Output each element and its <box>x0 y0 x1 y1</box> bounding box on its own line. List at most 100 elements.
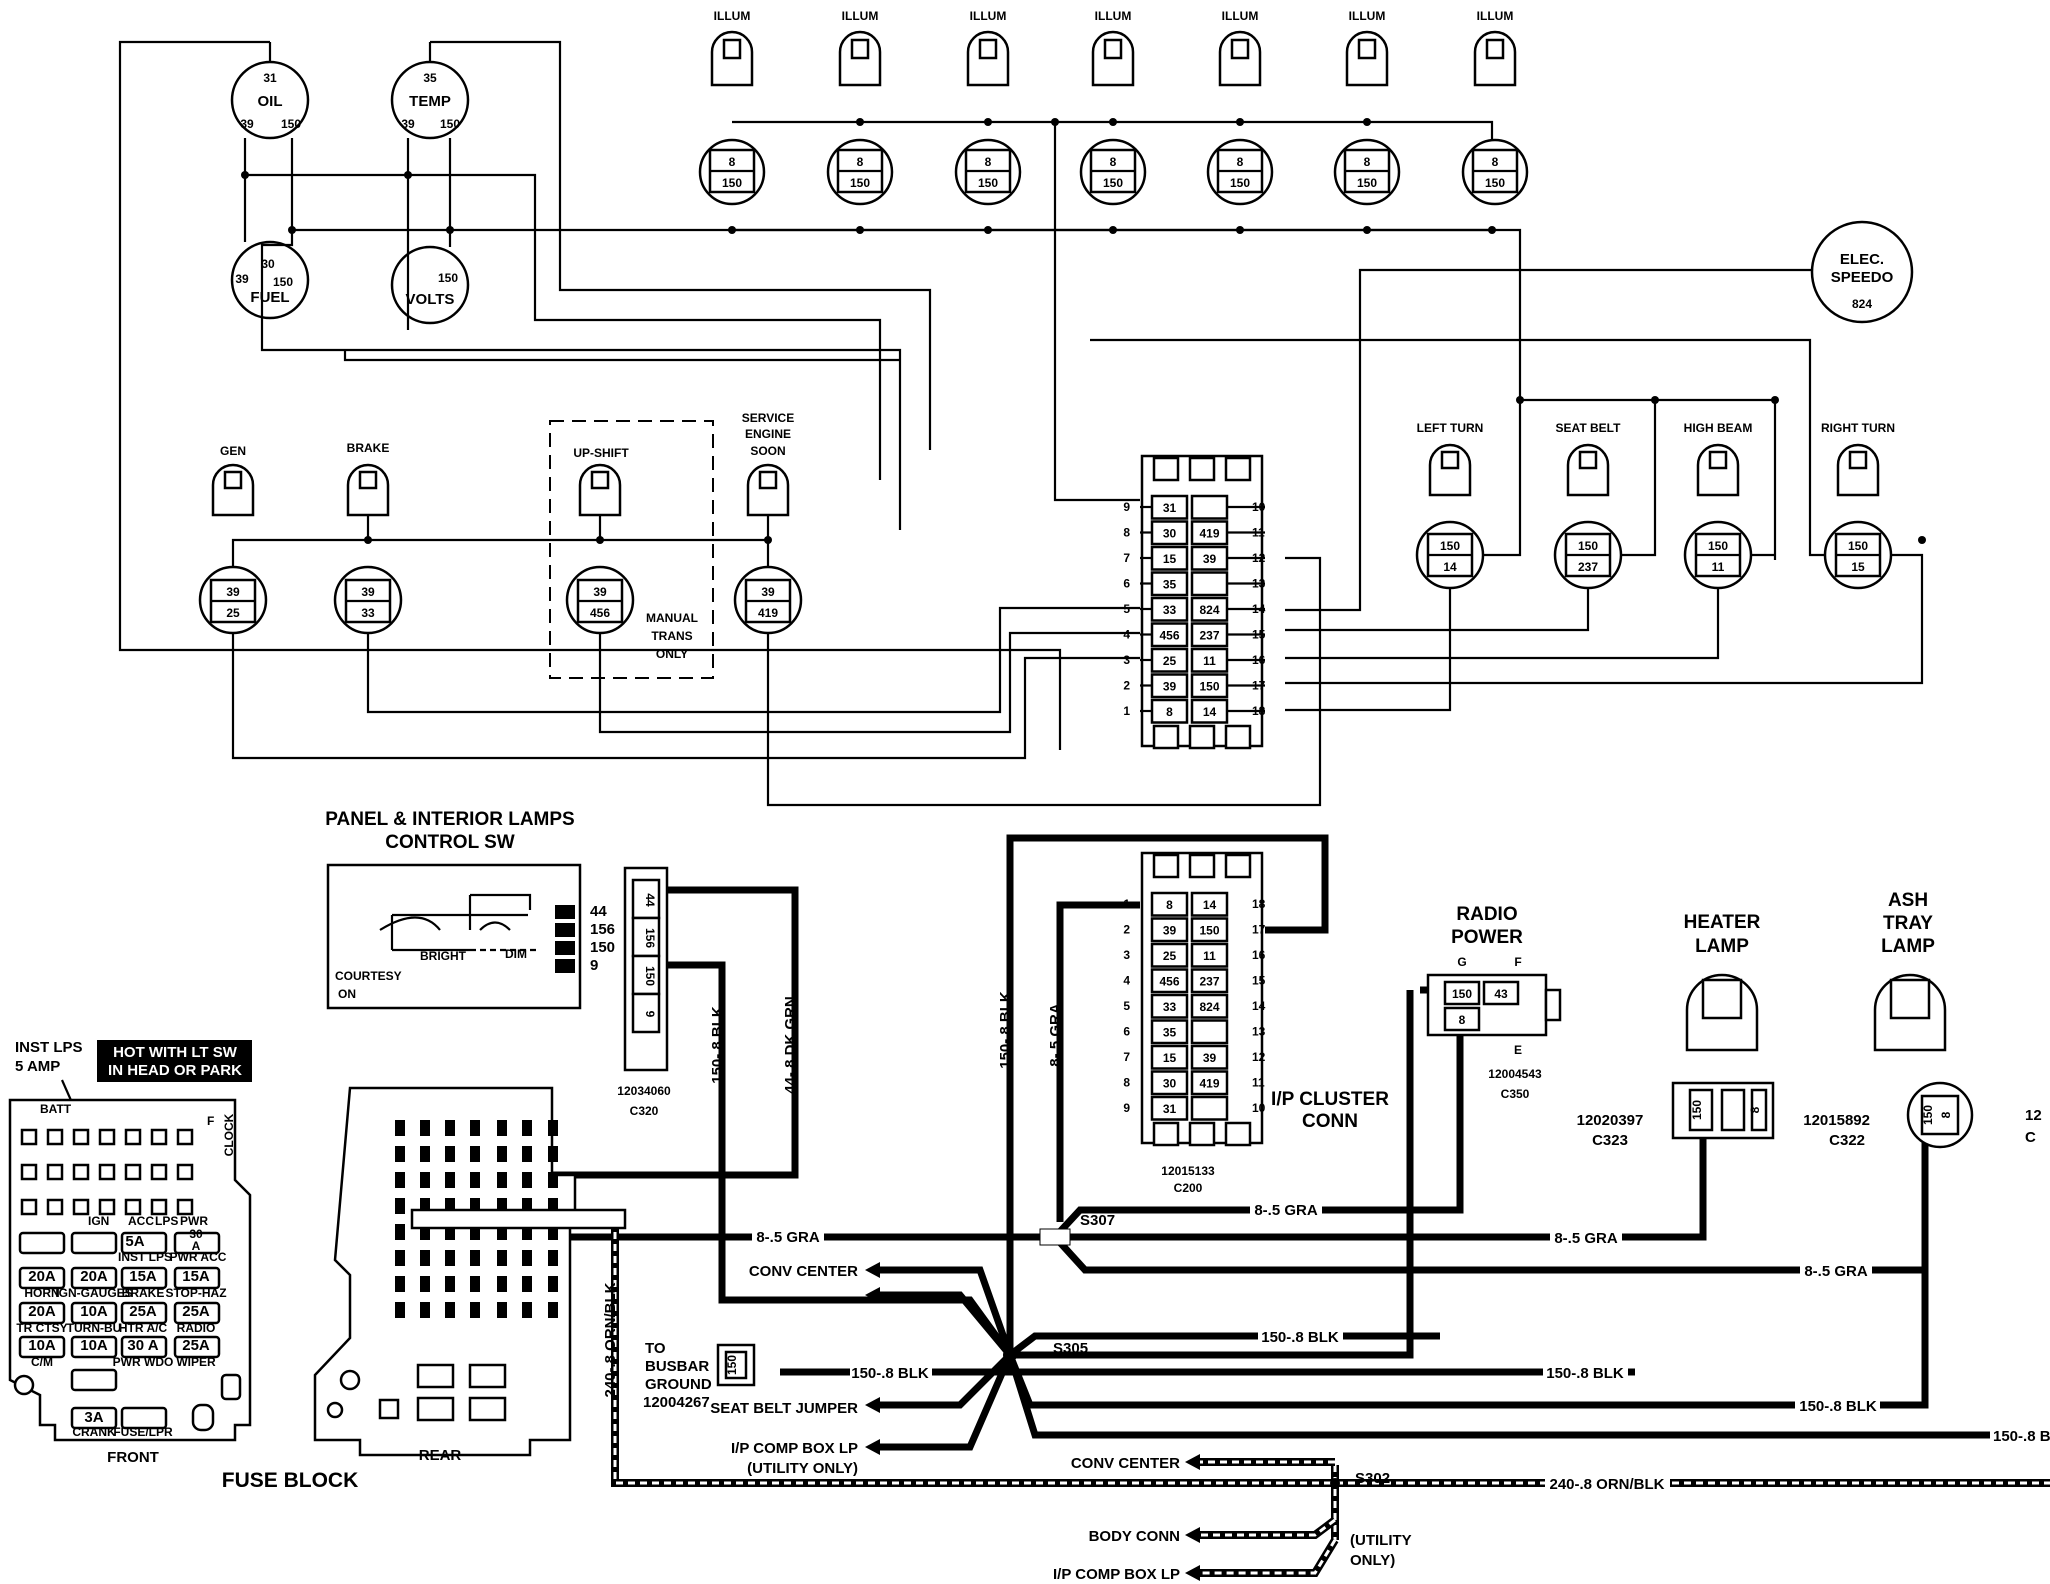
gauge-temp-name: TEMP <box>409 93 451 110</box>
connector-cell-label: 237 <box>1199 629 1219 643</box>
rear-fuse-terminal <box>395 1250 405 1266</box>
rear-fuse-terminal <box>445 1198 455 1214</box>
heater-conn: C323 <box>1592 1132 1628 1149</box>
fuse-hdr-pwr: PWR <box>180 1214 208 1228</box>
fuse-blade <box>18 1335 66 1359</box>
rear-fuse-terminal <box>522 1120 532 1136</box>
fuse-terminal <box>124 1128 142 1146</box>
busbar-ground: TO BUSBAR GROUND 12004267 150 <box>643 1340 756 1411</box>
heater-title-1: HEATER <box>1684 912 1761 933</box>
fuse-blade <box>173 1231 221 1255</box>
fuse-20a-1: 20A <box>28 1268 56 1285</box>
fuse-terminal <box>98 1128 116 1146</box>
busbar-line2: BUSBAR <box>645 1358 709 1375</box>
fuse-ign-gauges: IGN-GAUGES <box>55 1286 132 1300</box>
radio-title-1: RADIO <box>1456 904 1517 925</box>
fuse-brake: BRAKE <box>122 1286 165 1300</box>
illum-lamp-3-label: ILLUM <box>970 9 1007 23</box>
ash-title-3: LAMP <box>1881 936 1935 957</box>
fuse-crank: CRANK <box>72 1425 116 1439</box>
illum-lamp-6-top: 8 <box>1364 155 1371 169</box>
cluster-connector-latch <box>1188 853 1216 879</box>
gauge-temp-right: 150 <box>440 117 460 131</box>
connector-pin-number: 9 <box>1123 500 1130 514</box>
rear-fuse-terminal <box>497 1172 507 1188</box>
connector-cell-label: 15 <box>1163 1051 1177 1065</box>
panel-pin-156: 156 <box>590 921 615 938</box>
c200-part: 12015133 <box>1161 1164 1215 1178</box>
dest-utility-2a: (UTILITY <box>1350 1532 1412 1549</box>
rear-fuse-terminal <box>470 1146 480 1162</box>
ip-cluster-label-1: I/P CLUSTER <box>1271 1089 1389 1110</box>
connector-cell-label: 35 <box>1163 1026 1177 1040</box>
wire-label-v4: 8-.5 GRA <box>1047 1003 1064 1067</box>
connector-cell-label: 39 <box>1163 680 1177 694</box>
rear-fuse-terminal <box>497 1120 507 1136</box>
fuse-turn-bu: TURN-BU <box>67 1321 122 1335</box>
cluster-connector-latch <box>1152 456 1180 482</box>
indicator-upshift: UP-SHIFT 39 456 MANUAL TRANS ONLY <box>549 420 714 679</box>
connector-cell <box>1190 942 1229 968</box>
indicator-brake-label: BRAKE <box>347 441 390 455</box>
panel-pin-44: 44 <box>590 903 607 920</box>
speedo-line2: SPEEDO <box>1831 269 1894 286</box>
rear-fuse-terminal <box>497 1276 507 1292</box>
connector-cell-label: 35 <box>1163 578 1177 592</box>
ash-conn: C322 <box>1829 1132 1865 1149</box>
right-indicator-bus <box>1090 260 1812 560</box>
fuse-terminal <box>124 1163 142 1181</box>
connector-pin-number: 14 <box>1252 999 1266 1013</box>
connector-cell-label: 8 <box>1166 898 1173 912</box>
right-turn-top: 150 <box>1848 539 1868 553</box>
rear-fuse-terminal <box>445 1172 455 1188</box>
illum-lamp-5: ILLUM 8 150 <box>1206 9 1274 206</box>
rear-fuse-terminal <box>445 1120 455 1136</box>
connector-cell-label: 11 <box>1203 949 1216 963</box>
rear-fuse-terminal <box>445 1224 455 1240</box>
connector-cell-label: 30 <box>1163 527 1177 541</box>
right-turn-bottom: 15 <box>1851 560 1865 574</box>
rear-fuse-terminal <box>470 1198 480 1214</box>
connector-pin-number: 2 <box>1123 923 1130 937</box>
fuse-blade <box>120 1266 168 1290</box>
fuse-blade <box>70 1406 118 1430</box>
fuse-block-notes: INST LPS 5 AMP HOT WITH LT SW IN HEAD OR… <box>15 1039 252 1246</box>
left-turn-bottom: 14 <box>1443 560 1457 574</box>
fuse-30a-bot: A <box>192 1239 201 1253</box>
rear-fuse-terminal <box>445 1302 455 1318</box>
rear-fuse-terminal <box>522 1198 532 1214</box>
gauge-volts: 150 VOLTS <box>390 245 470 325</box>
connector-cell <box>1190 968 1229 994</box>
cluster-connector-latch <box>1188 724 1216 750</box>
c320-cell-44: 44 <box>643 893 657 907</box>
fuse-10a-1: 10A <box>80 1303 108 1320</box>
connector-pin-number: 11 <box>1252 1076 1265 1090</box>
rear-fuse-terminal <box>420 1198 430 1214</box>
illum-lamp-1: ILLUM 8 150 <box>698 9 766 206</box>
rear-fuse-terminal <box>497 1146 507 1162</box>
seat-belt-label: SEAT BELT <box>1556 421 1622 435</box>
wire-label-orn: 240-.8 ORN/BLK <box>1549 1476 1664 1493</box>
indicator-upshift-label: UP-SHIFT <box>573 446 629 460</box>
rear-fuse-terminal <box>395 1224 405 1240</box>
connector-pin-number: 9 <box>1123 1101 1130 1115</box>
rear-fuse-terminal <box>497 1198 507 1214</box>
fuse-hdr-lps: LPS <box>155 1214 178 1228</box>
fuse-stop-haz: STOP-HAZ <box>165 1286 226 1300</box>
gauge-oil-name: OIL <box>258 93 283 110</box>
fuse-terminal <box>20 1163 38 1181</box>
fuse-terminal <box>150 1198 168 1216</box>
fuse-blade <box>70 1266 118 1290</box>
c320-part: 12034060 <box>617 1084 671 1098</box>
fuse-horn: HORN <box>24 1286 59 1300</box>
c320-conn: C320 <box>630 1104 659 1118</box>
connector-cell <box>1150 968 1189 994</box>
indicator-gen-bottom: 25 <box>226 606 240 620</box>
rear-fuse-terminal <box>470 1120 480 1136</box>
rear-fuse-terminal <box>548 1302 558 1318</box>
ses-label-3: SOON <box>750 444 785 458</box>
connector-pin-number: 3 <box>1123 948 1130 962</box>
fuse-25a-2: 25A <box>182 1303 210 1320</box>
fuse-hdr-acc: ACC <box>128 1214 154 1228</box>
ses-bottom: 419 <box>758 606 778 620</box>
